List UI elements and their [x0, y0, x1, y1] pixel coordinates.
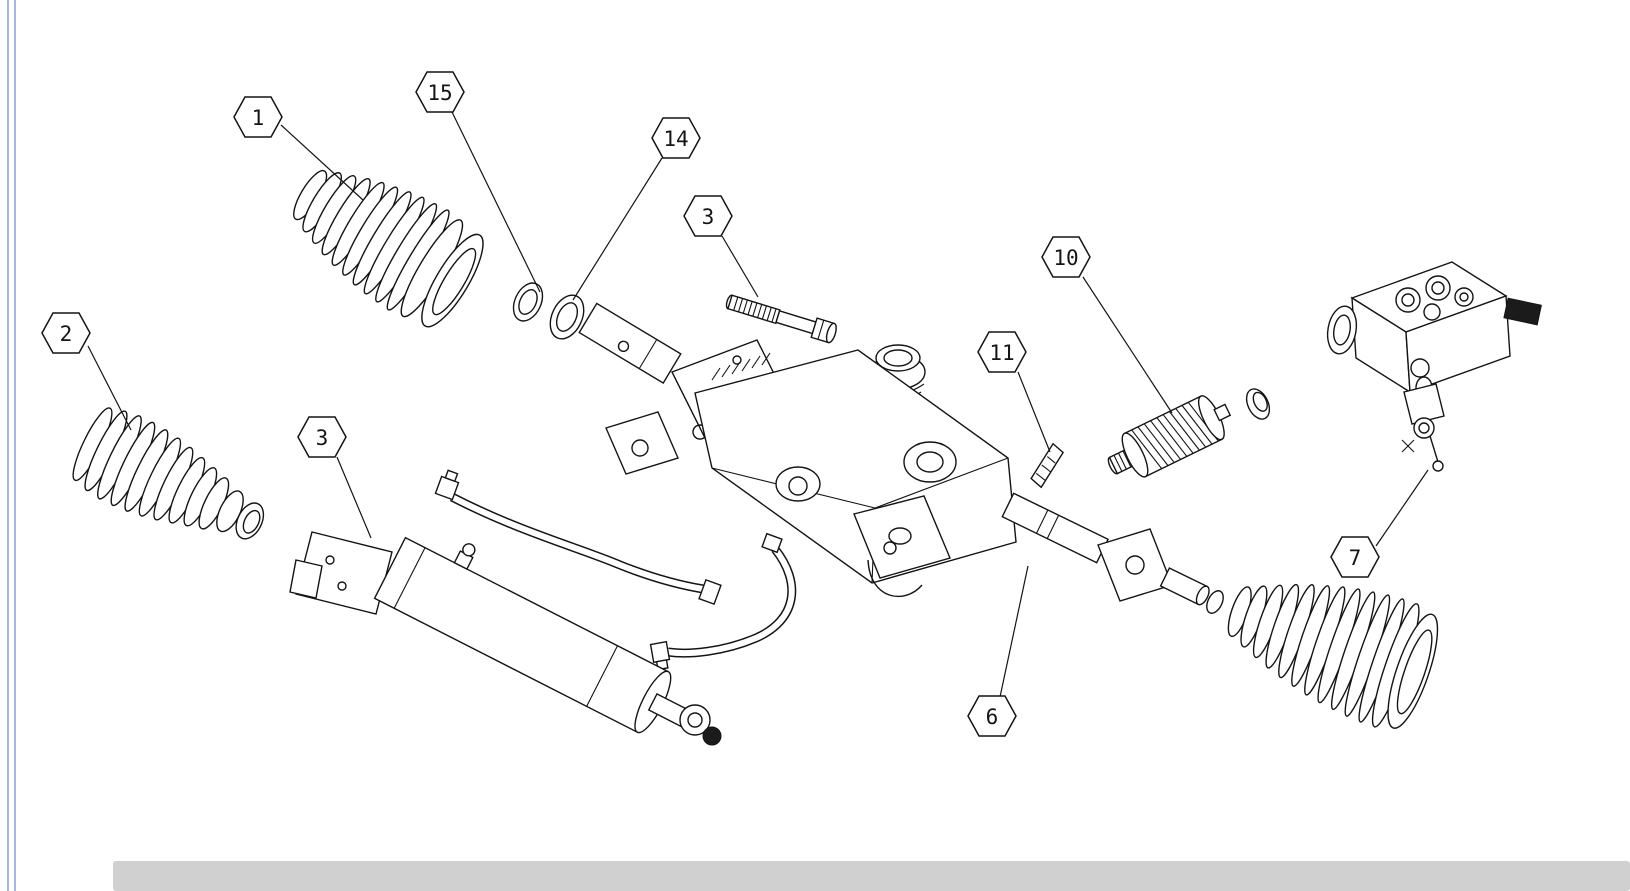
- steering-gear-housing: [694, 349, 1017, 584]
- callout-leader-6: [999, 565, 1029, 698]
- hose-fitting-nut: [434, 469, 460, 501]
- callout-balloon-15: 15: [415, 71, 465, 113]
- bellows-boot-left-lower: [72, 407, 265, 540]
- callout-label-3-bolt: 3: [702, 205, 715, 229]
- callout-balloon-10: 10: [1041, 236, 1091, 278]
- callout-balloon-3-cyl: 3: [297, 416, 347, 458]
- left-border-line-outer: [7, 0, 9, 891]
- pinion-gear: [1107, 395, 1232, 478]
- callout-leaders: [87, 111, 1429, 698]
- hose-elbow: [761, 532, 783, 554]
- control-valve-assembly: [1326, 261, 1542, 472]
- callout-balloon-6: 6: [967, 695, 1017, 737]
- callout-leader-3b: [336, 456, 372, 539]
- callout-label-7: 7: [1349, 546, 1362, 570]
- callout-leader-11: [1017, 371, 1051, 453]
- bolt: [725, 294, 837, 344]
- rod-clevis: [679, 704, 711, 736]
- callout-label-6: 6: [986, 705, 999, 729]
- callout-balloon-3-bolt: 3: [683, 195, 733, 237]
- bellows-boot-left-upper: [293, 169, 484, 328]
- hose-fitting-nut: [698, 578, 722, 606]
- callout-balloon-7: 7: [1330, 536, 1380, 578]
- pinion-bushing: [1245, 388, 1271, 420]
- callout-label-3-cyl: 3: [316, 426, 329, 450]
- valve-threaded-stub: [1503, 297, 1542, 326]
- valve-linkage: [1401, 358, 1445, 472]
- callout-balloon-2: 2: [41, 312, 91, 354]
- callout-label-11: 11: [989, 341, 1014, 365]
- callout-leader-14: [572, 157, 663, 301]
- callout-balloon-11: 11: [977, 331, 1027, 373]
- callout-leader-3a: [721, 235, 759, 298]
- callout-leader-10: [1082, 276, 1173, 414]
- housing-lower-bracket: [853, 495, 951, 598]
- callout-leader-2: [87, 345, 132, 431]
- callout-balloon-1: 1: [233, 96, 283, 138]
- rack-tube: [578, 302, 682, 385]
- rack-joint-block: [1097, 528, 1173, 602]
- callout-leader-7: [1375, 469, 1429, 547]
- bellows-boot-right: [1227, 583, 1439, 729]
- callout-label-1: 1: [252, 106, 265, 130]
- callout-label-10: 10: [1053, 246, 1078, 270]
- callout-leader-15: [451, 111, 541, 293]
- callout-label-14: 14: [663, 127, 688, 151]
- left-border-line-inner: [14, 0, 16, 891]
- callout-balloons: 1 15 14 3 10 11 2 3: [41, 71, 1380, 737]
- callout-label-15: 15: [427, 81, 452, 105]
- hydraulic-lines: [434, 469, 797, 671]
- bushing-rings: [512, 282, 585, 340]
- retaining-clip: [1030, 442, 1065, 489]
- callout-balloon-14: 14: [651, 117, 701, 159]
- hose-fitting-nut: [649, 640, 671, 671]
- rack-shaft: [1001, 492, 1224, 614]
- tube-bracket: [605, 411, 679, 475]
- clevis-pin: [702, 726, 722, 746]
- callout-leader-1: [280, 124, 364, 201]
- callout-label-2: 2: [60, 322, 73, 346]
- hatch-marks: [711, 352, 771, 381]
- bottom-gray-bar: [113, 861, 1630, 891]
- power-cylinder: [289, 531, 722, 746]
